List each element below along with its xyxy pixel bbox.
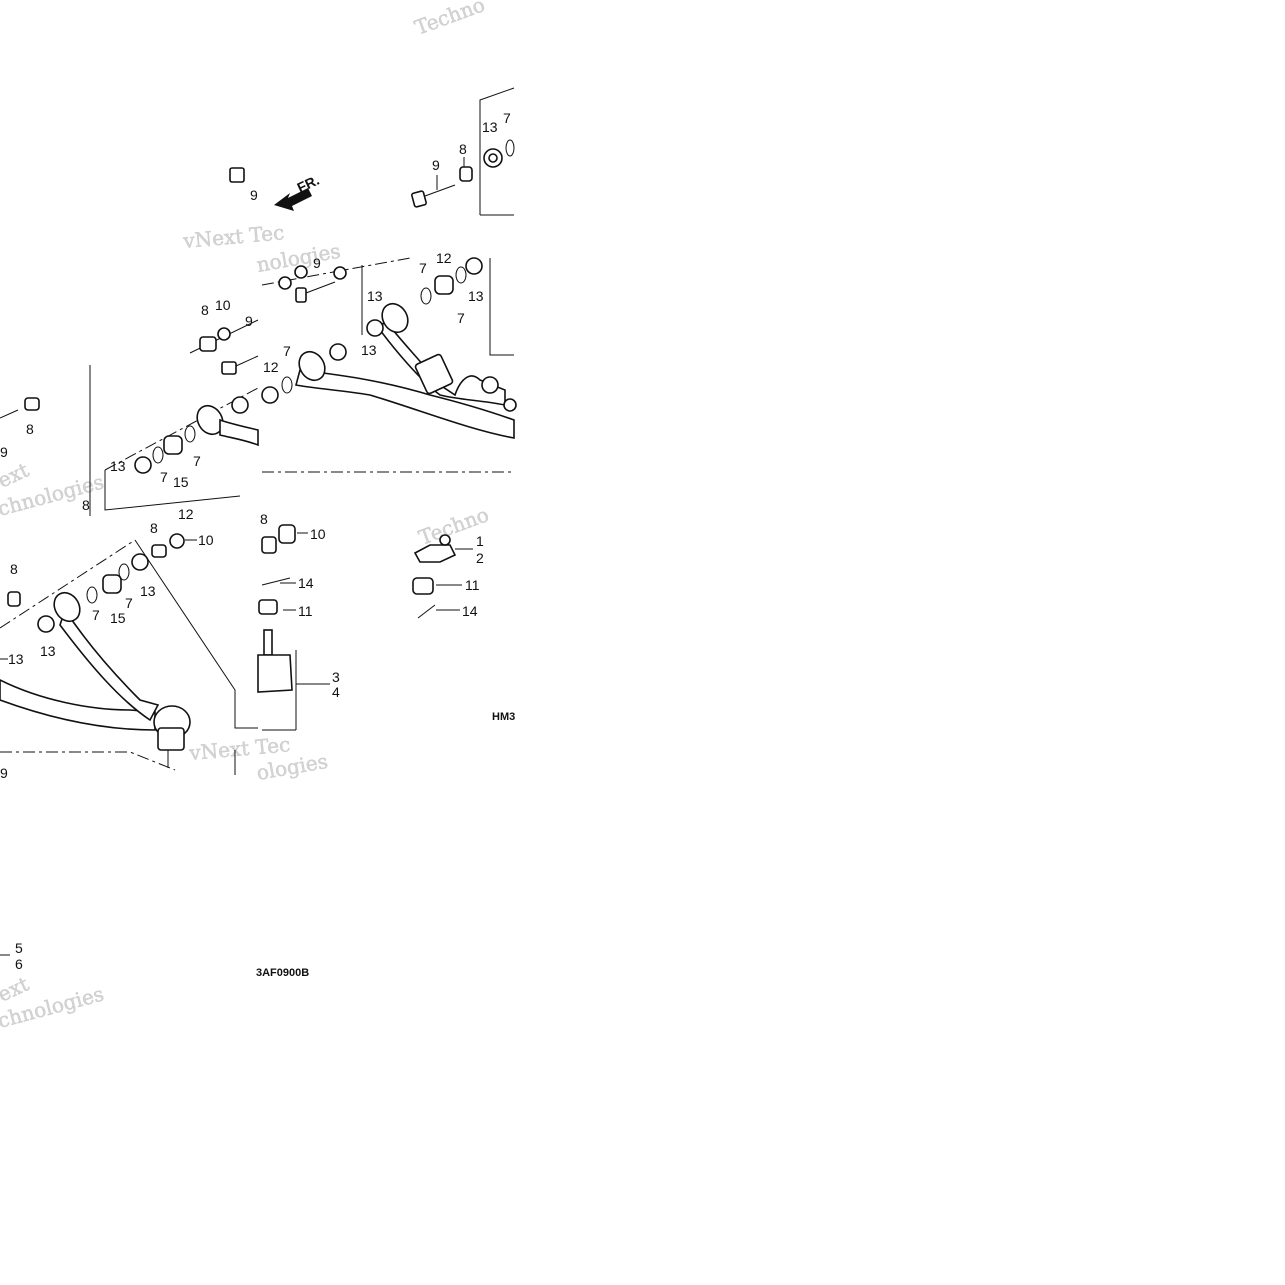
leader-lines bbox=[0, 157, 473, 685]
callout: 8 bbox=[459, 141, 467, 157]
ball-joint bbox=[257, 577, 293, 693]
bolt-group-top bbox=[229, 139, 515, 208]
callout: 4 bbox=[332, 684, 340, 700]
callout: 15 bbox=[173, 474, 189, 490]
callout: 5 bbox=[15, 940, 23, 956]
watermark: ext bbox=[0, 458, 32, 493]
callout: 8 bbox=[150, 520, 158, 536]
callout: 13 bbox=[361, 342, 377, 358]
direction-label: FR. bbox=[295, 172, 322, 196]
callout: 8 bbox=[201, 302, 209, 318]
callout: 13 bbox=[140, 583, 156, 599]
callout: 13 bbox=[367, 288, 383, 304]
callout: 13 bbox=[110, 458, 126, 474]
callout: 13 bbox=[482, 119, 498, 135]
figure-code-right: HM3 bbox=[492, 711, 515, 723]
callout: 7 bbox=[160, 469, 168, 485]
callout: 7 bbox=[193, 453, 201, 469]
watermark: vNext Tec bbox=[181, 220, 285, 253]
callout: 8 bbox=[82, 497, 90, 513]
clip-parts bbox=[412, 534, 457, 619]
callout: 11 bbox=[298, 603, 313, 619]
callout: 7 bbox=[503, 110, 511, 126]
watermark-layer: Techno vNext Tec nologies ext chnologies… bbox=[0, 0, 492, 1033]
lower-arm-left bbox=[0, 524, 296, 768]
callout: 10 bbox=[215, 297, 231, 313]
callout: 12 bbox=[178, 506, 194, 522]
callout: 9 bbox=[432, 157, 440, 173]
callout: 14 bbox=[462, 603, 478, 619]
callout: 2 bbox=[476, 550, 484, 566]
callout: 7 bbox=[457, 310, 465, 326]
upper-arm-right bbox=[295, 302, 517, 439]
callout: 12 bbox=[436, 250, 452, 266]
callout: 3 bbox=[332, 669, 340, 685]
callout: 9 bbox=[313, 255, 321, 271]
callout: 14 bbox=[298, 575, 314, 591]
callout: 8 bbox=[260, 511, 268, 527]
callout: 9 bbox=[0, 444, 8, 460]
callout: 7 bbox=[92, 607, 100, 623]
callout: 7 bbox=[283, 343, 291, 359]
callout: 9 bbox=[250, 187, 258, 203]
arrow-icon bbox=[274, 188, 312, 211]
callout: 7 bbox=[125, 595, 133, 611]
callout: 12 bbox=[263, 359, 279, 375]
callout: 13 bbox=[8, 651, 24, 667]
callout: 6 bbox=[15, 956, 23, 972]
callout: 1 bbox=[476, 533, 484, 549]
front-direction-arrow: FR. bbox=[274, 172, 322, 211]
callout: 13 bbox=[468, 288, 484, 304]
callout: 10 bbox=[198, 532, 214, 548]
callouts: 9 8 13 7 9 9 7 12 13 13 7 13 8 10 9 7 12… bbox=[0, 110, 511, 972]
callout: 9 bbox=[0, 765, 8, 781]
bushing-group-mid bbox=[0, 257, 483, 474]
callout: 8 bbox=[10, 561, 18, 577]
callout: 10 bbox=[310, 526, 326, 542]
figure-code-left: 3AF0900B bbox=[256, 967, 309, 979]
callout: 9 bbox=[245, 313, 253, 329]
callout: 7 bbox=[419, 260, 427, 276]
callout: 11 bbox=[465, 577, 480, 593]
callout: 15 bbox=[110, 610, 126, 626]
watermark: Techno bbox=[412, 0, 488, 40]
callout: 13 bbox=[40, 643, 56, 659]
callout: 8 bbox=[26, 421, 34, 437]
